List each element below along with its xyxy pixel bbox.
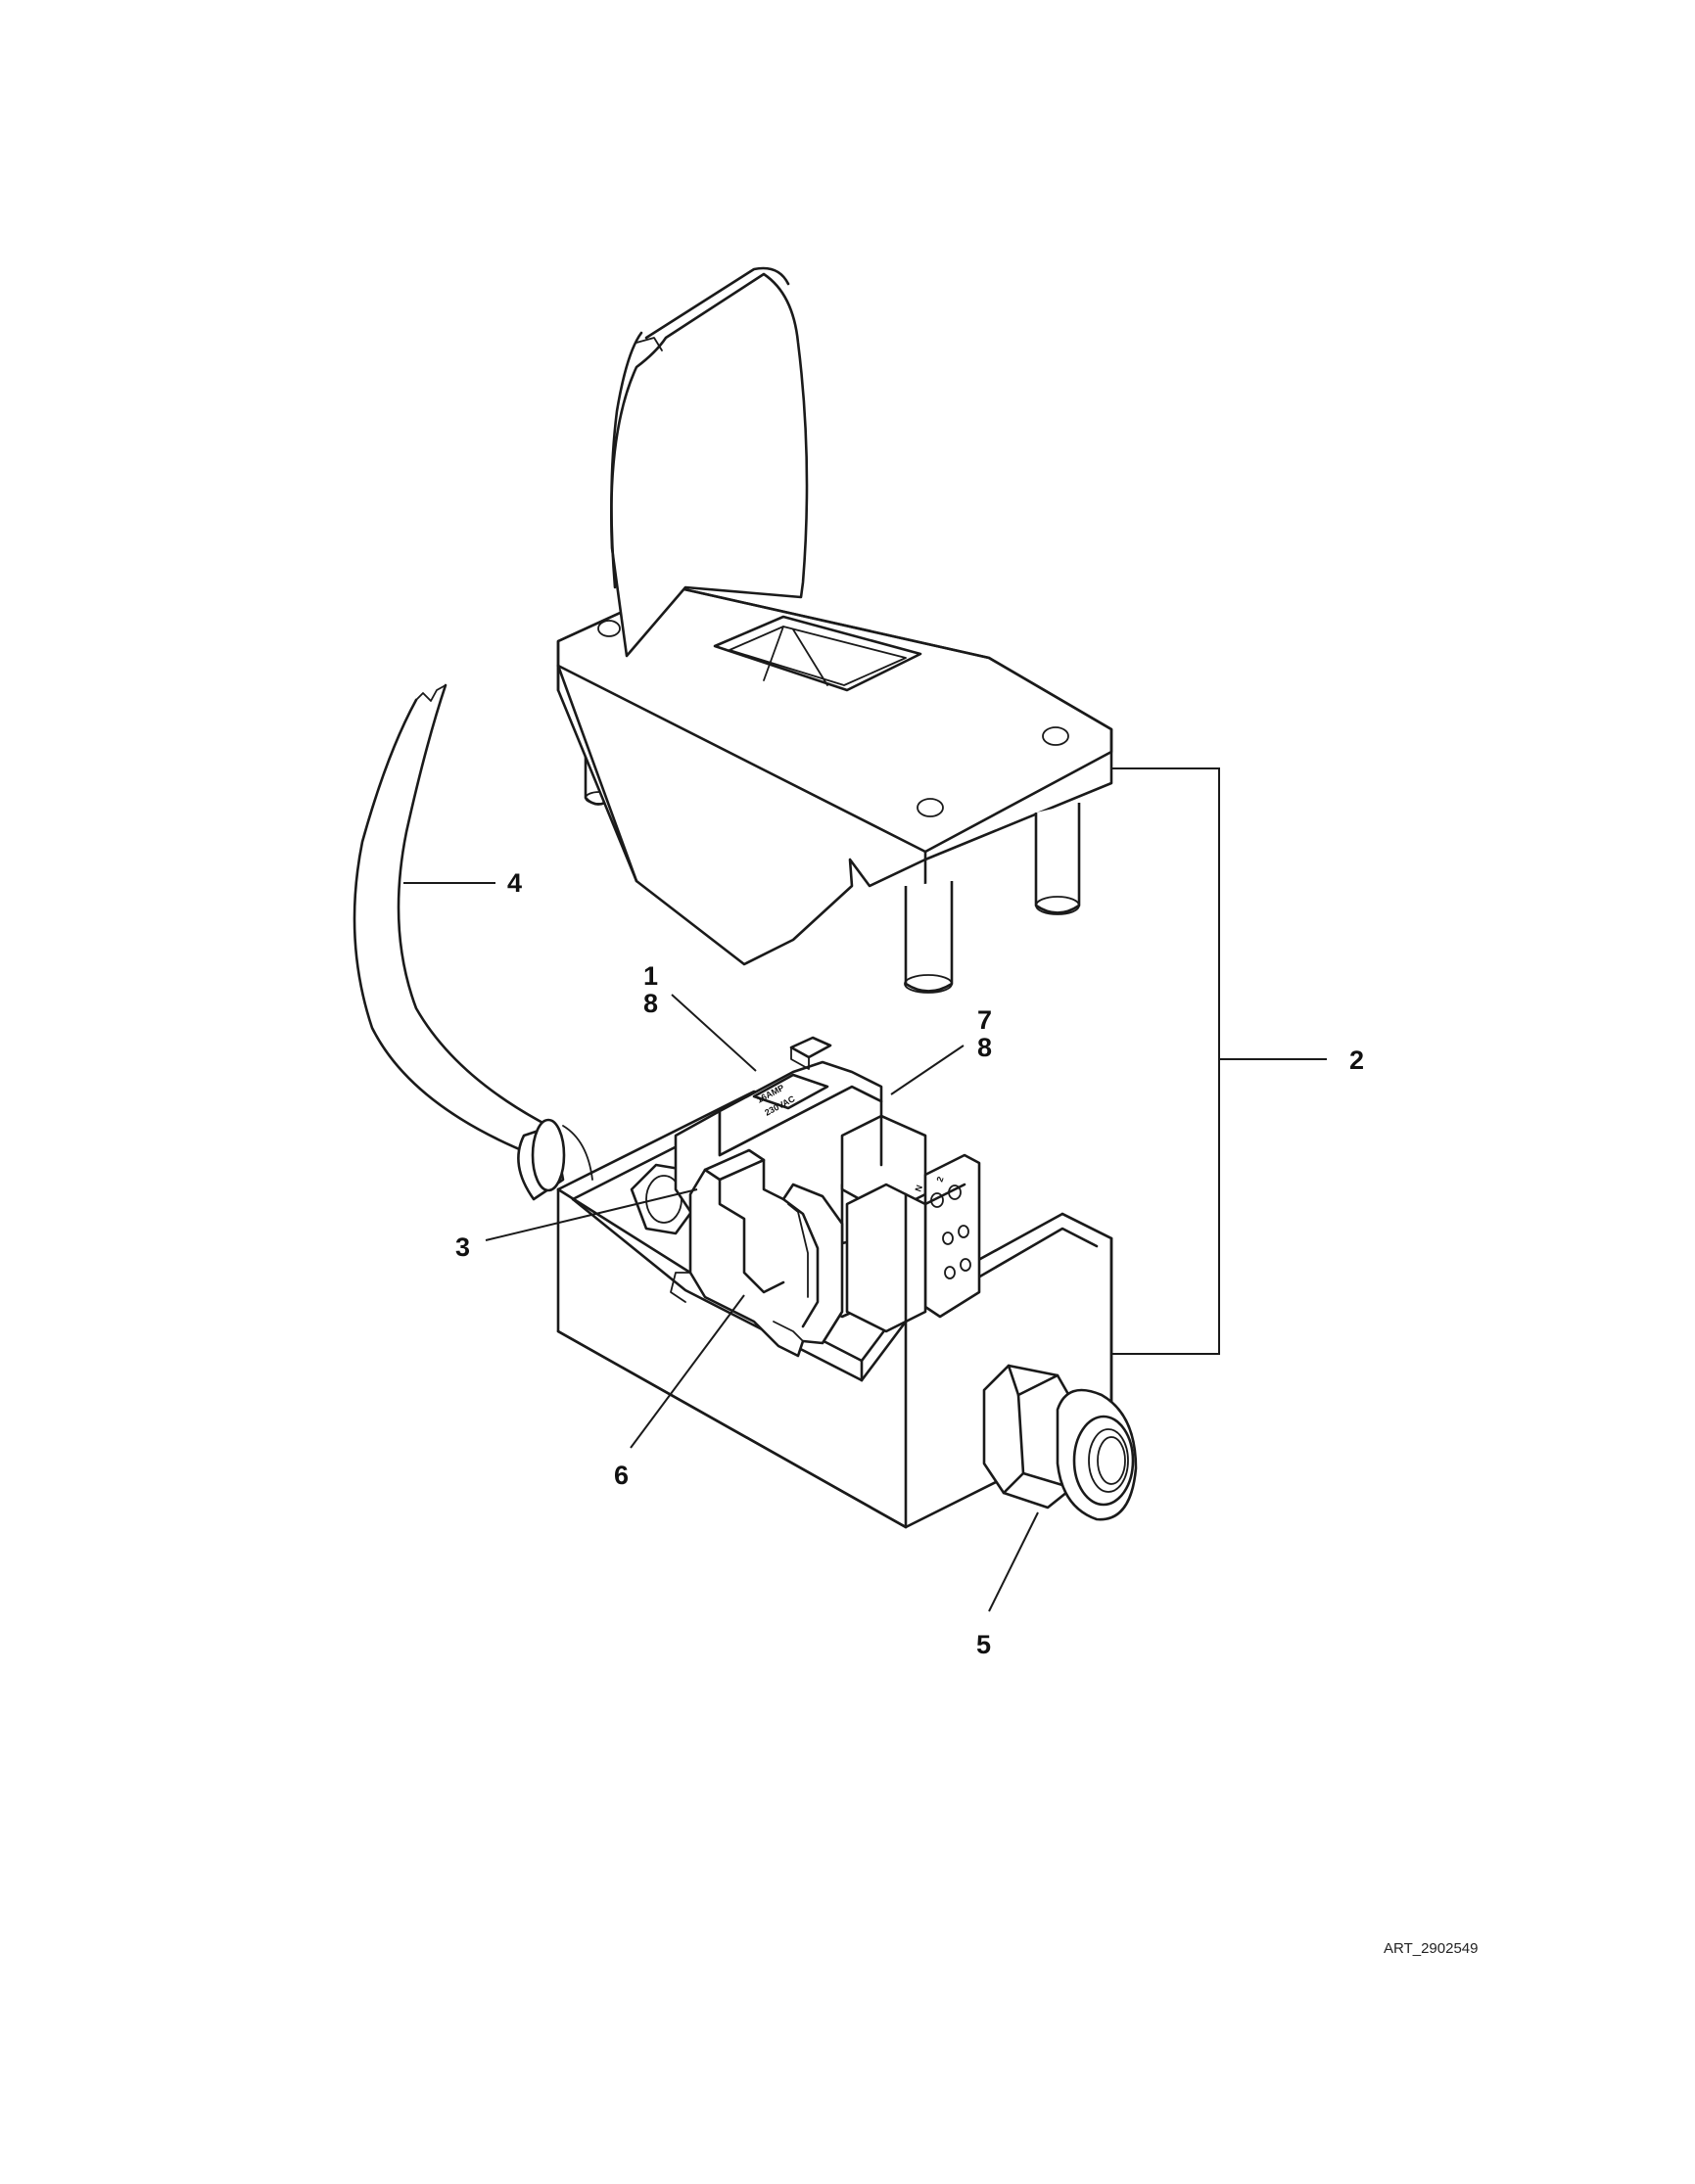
art-reference-number: ART_2902549	[1384, 1940, 1479, 1957]
callout-5: 5	[976, 1630, 991, 1659]
terminal-n-label: N	[913, 1184, 924, 1193]
callout-6: 6	[614, 1461, 629, 1490]
enclosure-cover	[556, 266, 1113, 994]
callout-7: 7	[977, 1005, 992, 1035]
terminal-2-label: 2	[934, 1176, 945, 1184]
callout-2: 2	[1349, 1046, 1364, 1075]
callout-3: 3	[455, 1232, 470, 1262]
power-cable	[353, 683, 550, 1157]
callout-8-left: 8	[643, 989, 658, 1018]
callout-4: 4	[507, 868, 522, 898]
callout-1: 1	[643, 961, 658, 991]
din-rail-bracket	[670, 1148, 844, 1358]
callout-8-right: 8	[977, 1033, 992, 1062]
leader-lines	[403, 767, 1327, 1612]
cable-gland	[982, 1364, 1138, 1521]
